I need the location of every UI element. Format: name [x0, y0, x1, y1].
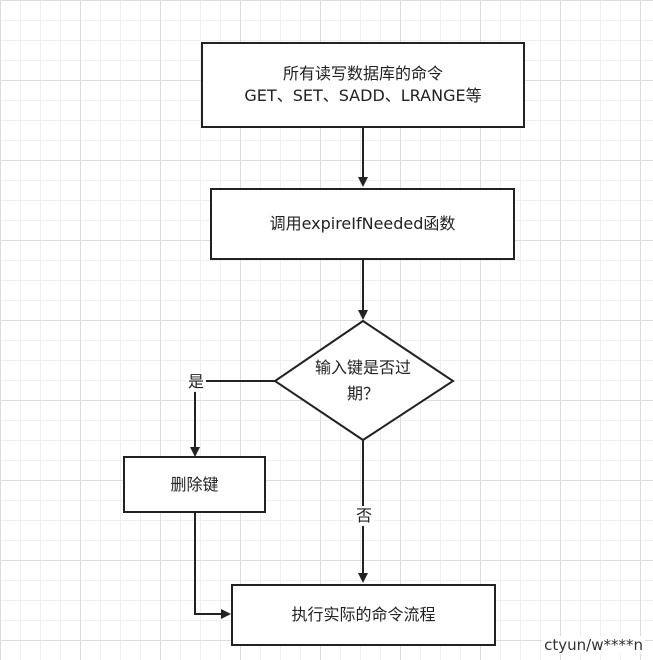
delete-key-label: 删除键 — [170, 474, 219, 494]
start-node-line1: 所有读写数据库的命令 — [282, 64, 443, 83]
decision-diamond-shape — [273, 319, 455, 442]
delete-key-node: 删除键 — [123, 456, 266, 513]
no-label: 否 — [354, 506, 375, 526]
decision-node: 输入键是否过 期？ — [295, 355, 431, 407]
call-function-node: 调用expireIfNeeded函数 — [210, 188, 515, 260]
watermark: ctyun/w****n — [542, 636, 645, 654]
arrow-delete-to-execute — [194, 512, 231, 619]
arrow-decision-to-delete — [190, 380, 275, 457]
decision-line1: 输入键是否过 — [314, 358, 411, 377]
execute-command-node: 执行实际的命令流程 — [231, 584, 496, 646]
start-node-line2: GET、SET、SADD、LRANGE等 — [244, 86, 482, 105]
execute-command-label: 执行实际的命令流程 — [291, 605, 436, 624]
call-function-label: 调用expireIfNeeded函数 — [269, 214, 456, 233]
decision-line2: 期？ — [346, 384, 379, 403]
yes-label: 是 — [186, 372, 207, 392]
start-node: 所有读写数据库的命令 GET、SET、SADD、LRANGE等 — [201, 42, 525, 128]
